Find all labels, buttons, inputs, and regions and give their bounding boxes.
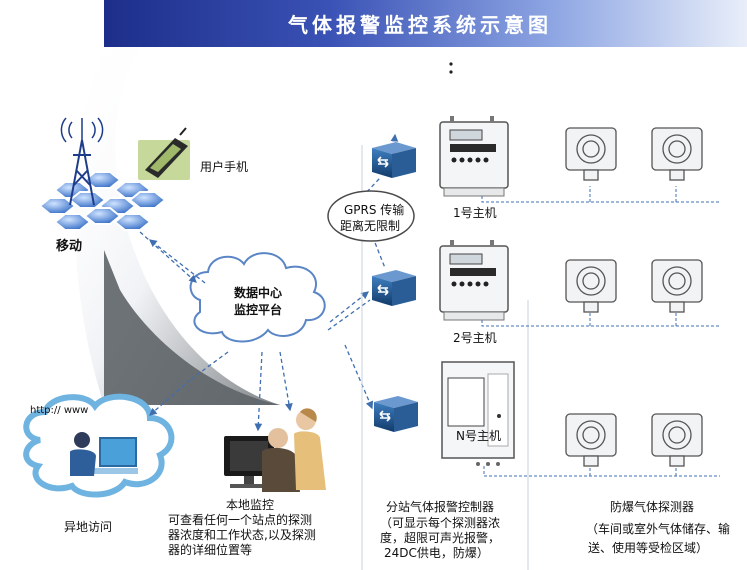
controller-desc-1: （可显示每个探测器浓 bbox=[380, 516, 501, 530]
host-1-label: 1号主机 bbox=[453, 206, 497, 220]
diagram-title: 气体报警监控系统示意图 bbox=[288, 13, 552, 37]
gprs-label-2: 距离无限制 bbox=[340, 219, 401, 233]
gas-detector-icon bbox=[565, 127, 703, 467]
detector-desc-2: 送、使用等受检区域） bbox=[588, 541, 709, 555]
host-2-label: 2号主机 bbox=[453, 331, 497, 345]
computer-icon bbox=[70, 432, 138, 476]
mobile-label: 移动 bbox=[56, 239, 83, 254]
data-center-label-1: 数据中心 bbox=[234, 286, 283, 300]
router-icon bbox=[372, 142, 418, 432]
host-n-label: N号主机 bbox=[456, 429, 501, 443]
detector-title: 防爆气体探测器 bbox=[610, 500, 695, 514]
alarm-host-icon bbox=[439, 116, 509, 321]
connection-lines bbox=[139, 133, 399, 432]
local-monitor-icon bbox=[224, 408, 326, 492]
data-center-label-2: 监控平台 bbox=[234, 303, 283, 317]
controller-title: 分站气体报警控制器 bbox=[386, 500, 495, 514]
gprs-bubble bbox=[327, 190, 415, 242]
controller-desc-2: 度，超限可声光报警， bbox=[380, 531, 501, 545]
controller-desc-3: 24DC供电，防爆） bbox=[384, 546, 489, 560]
local-monitor-desc-3: 器的详细位置等 bbox=[168, 543, 253, 557]
local-monitor-desc-2: 器浓度和工作状态,以及探测 bbox=[168, 528, 316, 542]
title-banner bbox=[104, 0, 747, 47]
http-label: http:// www bbox=[30, 405, 89, 416]
gprs-label-1: GPRS 传输 bbox=[344, 203, 405, 217]
dots bbox=[449, 62, 453, 74]
cloud-icon bbox=[189, 252, 326, 343]
cabinet-icon bbox=[441, 361, 515, 466]
detector-wiring bbox=[481, 186, 720, 477]
local-monitor-title: 本地监控 bbox=[226, 498, 275, 512]
mobile-phone-icon bbox=[138, 127, 190, 180]
user-phone-label: 用户手机 bbox=[200, 160, 249, 174]
background-sweep bbox=[74, 47, 281, 405]
detector-desc-1: （车间或室外气体储存、输 bbox=[586, 522, 731, 536]
local-monitor-desc-1: 可查看任何一个站点的探测 bbox=[168, 513, 313, 527]
remote-access-label: 异地访问 bbox=[64, 520, 113, 534]
cell-tower-icon bbox=[38, 117, 167, 231]
